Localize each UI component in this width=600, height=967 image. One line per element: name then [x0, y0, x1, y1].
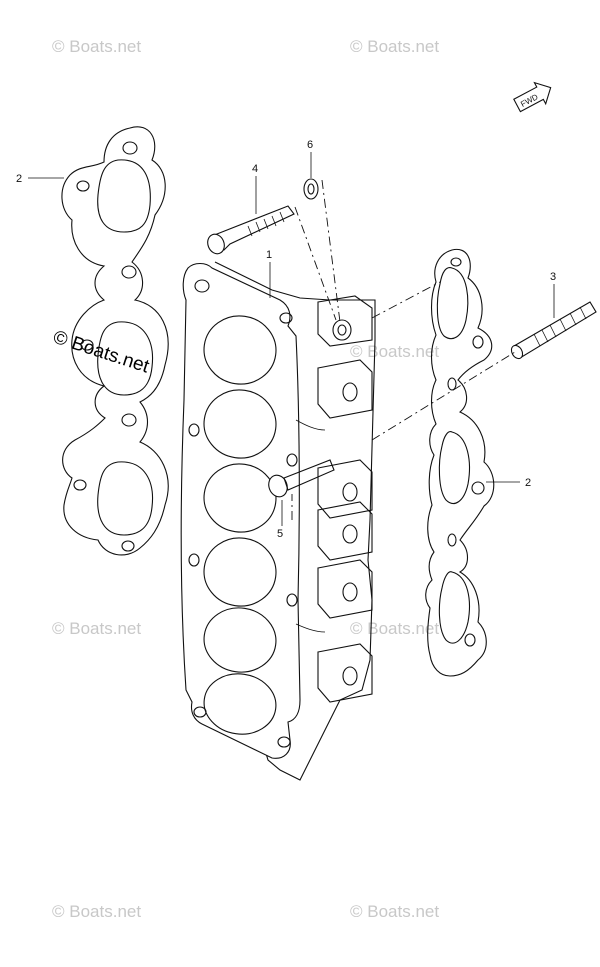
fwd-arrow-icon: [513, 81, 552, 113]
callout-labels: 2 2 3 4 6 1 5: [16, 139, 556, 540]
callout-gasket-right: 2: [525, 477, 531, 489]
bolt-part: [207, 205, 295, 255]
callout-washer: 6: [307, 139, 313, 151]
intake-manifold: [180, 261, 376, 781]
watermark-text: © Boats.net: [52, 619, 141, 638]
callout-bolt-small: 5: [277, 528, 283, 540]
gasket-left: [61, 126, 169, 556]
watermark-text: © Boats.net: [350, 902, 439, 921]
watermark-text: © Boats.net: [350, 37, 439, 56]
callout-gasket-left: 2: [16, 173, 22, 185]
assembly-lines: [291, 179, 516, 520]
gasket-right: [425, 248, 495, 677]
watermark-text: © Boats.net: [52, 902, 141, 921]
small-bolt-part: [268, 459, 335, 498]
watermark-prominent: © Boats.net: [50, 327, 152, 378]
washer-part: [303, 178, 319, 200]
callout-bolt: 4: [252, 163, 258, 175]
callout-stud: 3: [550, 271, 556, 283]
watermark-text: © Boats.net: [52, 37, 141, 56]
leader-lines: [28, 152, 555, 526]
callout-manifold: 1: [266, 249, 272, 261]
stud-part: [510, 301, 597, 360]
fwd-arrow-badge: FWD: [513, 81, 552, 113]
watermark-text: © Boats.net: [350, 619, 439, 638]
watermark-text: © Boats.net: [350, 342, 439, 361]
